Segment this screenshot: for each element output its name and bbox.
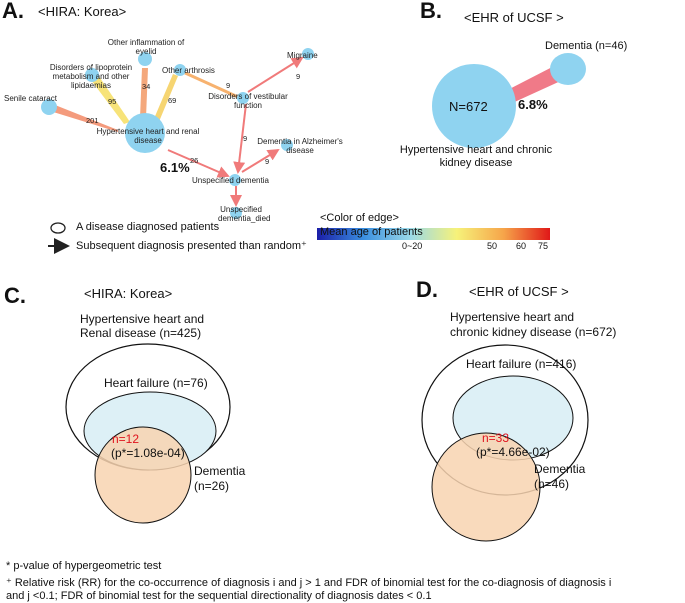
venn-d-dementia-n: (n=46) xyxy=(534,477,570,491)
venn-c-dementia xyxy=(94,426,192,524)
node-eyelid xyxy=(138,52,152,66)
node-senile xyxy=(41,99,57,115)
venn-c-dementia-n: (n=26) xyxy=(194,479,230,493)
legend-node-label: A disease diagnosed patients xyxy=(76,221,220,233)
node-b-dementia xyxy=(550,53,586,85)
node-b-big-caption: Hypertensive heart and chronic kidney di… xyxy=(399,144,553,169)
panel-d-header: <EHR of UCSF > xyxy=(469,284,569,299)
edge-count-9d: 9 xyxy=(296,72,301,81)
node-unspecified xyxy=(229,174,241,186)
venn-c-overlap-p: (p*=1.08e-04) xyxy=(111,446,185,460)
edge-arthrosis-vestibular xyxy=(182,70,239,99)
edge-count-201: 201 xyxy=(86,116,99,125)
node-died xyxy=(230,207,242,219)
label-hypertensive: Hypertensive heart and renal disease xyxy=(96,127,200,145)
venn-d-overlap-n: n=33 xyxy=(482,431,510,445)
legend-node-symbol xyxy=(50,222,66,234)
edge-hypertensive-eyelid xyxy=(140,68,148,118)
legend-arrow-label: Subsequent diagnosis presented than rand… xyxy=(76,240,307,252)
node-vestibular xyxy=(237,92,249,104)
panel-a-header: <HIRA: Korea> xyxy=(38,4,127,19)
label-migraine: Migraine xyxy=(287,51,318,60)
venn-d-overlap-p: (p*=4.66e-02) xyxy=(476,445,550,459)
panel-b-pct: 6.8% xyxy=(518,97,548,112)
node-hypertensive xyxy=(125,113,165,153)
footnote-1: * p-value of hypergeometric test xyxy=(6,560,162,572)
edge-count-34: 34 xyxy=(142,82,151,91)
edge-lipo-hypertensive xyxy=(88,72,130,124)
venn-d-outer-label-1: Hypertensive heart and xyxy=(450,310,575,324)
panel-a-pct: 6.1% xyxy=(160,160,190,175)
edge-vestibular-unspecified xyxy=(233,103,247,174)
venn-c-hf-label: Heart failure (n=76) xyxy=(104,376,208,390)
color-tick-0: 0~20 xyxy=(402,241,423,251)
label-died: Unspecified dementia_died xyxy=(218,205,271,223)
label-vestibular: Disorders of vestibular function xyxy=(208,92,288,110)
color-tick-50: 50 xyxy=(487,241,498,251)
venn-d-dementia-label: Dementia xyxy=(534,462,586,476)
edge-hypertensive-arthrosis xyxy=(153,74,178,124)
edge-count-95: 95 xyxy=(108,97,117,106)
panel-a-letter: A. xyxy=(2,0,24,23)
edge-count-26: 26 xyxy=(190,156,199,165)
venn-d-outer-label-2: chronic kidney disease (n=672) xyxy=(450,325,617,339)
footnote-2a: ⁺ Relative risk (RR) for the co-occurren… xyxy=(6,577,612,589)
label-lipo: Disorders of lipoprotein metabolism and … xyxy=(49,63,133,90)
color-tick-60: 60 xyxy=(516,241,527,251)
venn-c-outer-label: Hypertensive heart and Renal disease (n=… xyxy=(80,312,205,340)
footnote-2b: and j <0.1; FDR of binomial test for the… xyxy=(6,590,432,602)
color-scale-bar xyxy=(317,228,550,240)
node-migraine xyxy=(302,48,314,60)
node-lipo xyxy=(85,68,99,82)
edge-count-9c: 9 xyxy=(265,157,270,166)
edge-count-9a: 9 xyxy=(226,81,231,90)
node-alzheimer xyxy=(281,139,293,151)
panel-c-letter: C. xyxy=(4,283,26,308)
label-eyelid: Other inflammation of eyelid xyxy=(107,38,185,56)
edge-count-69: 69 xyxy=(168,96,177,105)
edge-hypertensive-unspecified xyxy=(167,149,230,178)
panel-d-letter: D. xyxy=(416,277,438,302)
panel-b-header: <EHR of UCSF > xyxy=(464,10,564,25)
node-b-big-label: N=672 xyxy=(449,99,488,114)
label-unspecified: Unspecified dementia xyxy=(192,176,269,185)
edge-count-9b: 9 xyxy=(243,134,248,143)
color-tick-75: 75 xyxy=(538,241,549,251)
color-legend-title: <Color of edge> xyxy=(320,212,399,224)
label-alzheimer: Dementia in Alzheimer's disease xyxy=(257,137,343,155)
panel-a-edges xyxy=(50,56,304,207)
venn-d-hf-label: Heart failure (n=416) xyxy=(466,357,577,371)
label-senile: Senile cataract xyxy=(4,94,57,103)
panel-b-letter: B. xyxy=(420,0,442,23)
edge-senile-hypertensive xyxy=(50,103,118,132)
edge-vestibular-migraine xyxy=(247,56,304,93)
panel-c-header: <HIRA: Korea> xyxy=(84,286,173,301)
panel-a-nodes xyxy=(41,48,314,219)
node-b-dementia-label: Dementia (n=46) xyxy=(545,40,628,52)
label-arthrosis: Other arthrosis xyxy=(162,66,215,75)
node-b-hypertensive xyxy=(432,64,516,148)
venn-c-dementia-label: Dementia xyxy=(194,464,246,478)
venn-d-dementia xyxy=(431,432,541,542)
node-arthrosis xyxy=(174,64,186,76)
color-legend-subtitle: Mean age of patients xyxy=(320,226,423,238)
venn-c-overlap-n: n=12 xyxy=(112,432,140,446)
edge-unspecified-alzheimer xyxy=(241,148,280,173)
